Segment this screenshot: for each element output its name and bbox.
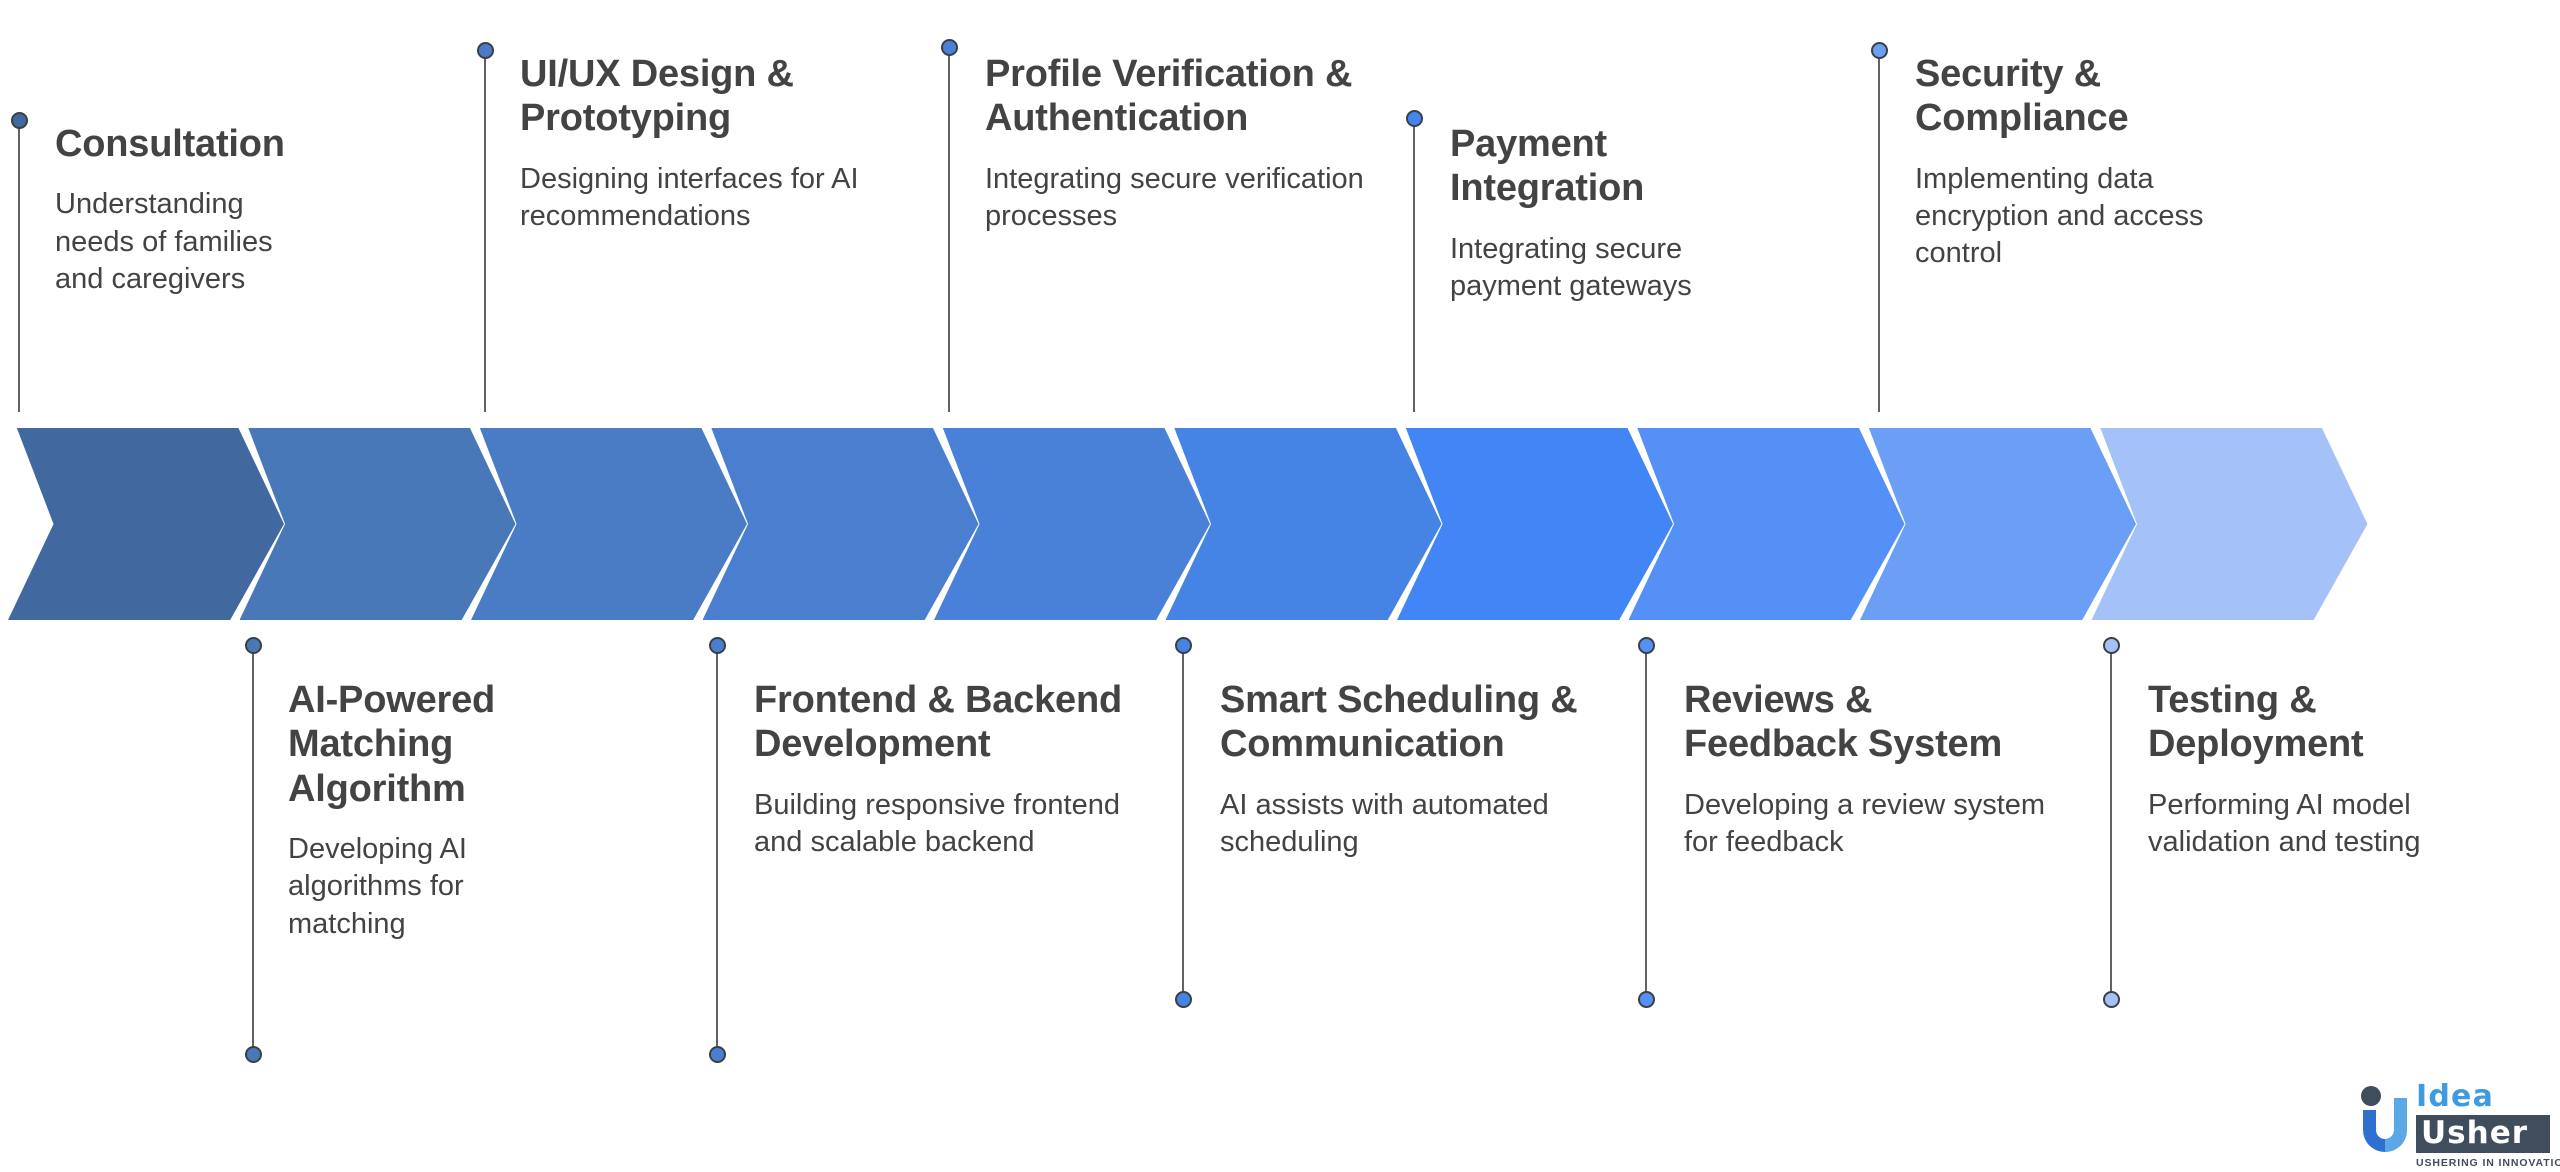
logo-u-icon [2358, 1084, 2418, 1154]
step-description-7: Integrating secure payment gateways [1450, 232, 1692, 303]
connector-line-step-7 [1406, 110, 1423, 412]
connector-dot-step-1-start [11, 112, 28, 129]
logo-usher-text: Usher [2416, 1115, 2550, 1153]
step-label-6: Smart Scheduling & Communication AI assis… [1220, 678, 1610, 861]
step-title-8: Reviews & Feedback System [1684, 679, 2003, 766]
chevron-step-7 [1397, 428, 1673, 620]
step-description-10: Performing AI model validation and testi… [2148, 788, 2421, 859]
chevron-step-8 [1628, 428, 1905, 620]
connector-dot-step-8-start [1638, 637, 1655, 654]
chevron-step-9 [1860, 428, 2136, 620]
connector-line-step-5 [941, 39, 958, 412]
chevron-step-10 [2091, 428, 2368, 620]
chevron-step-2 [239, 428, 516, 620]
chevron-step-5 [934, 428, 1210, 620]
step-title-1: Consultation [55, 123, 285, 165]
logo-tagline: USHERING IN INNOVATION [2416, 1156, 2560, 1169]
chevron-step-3 [471, 428, 747, 620]
logo-idea-text: Idea [2416, 1079, 2495, 1114]
connector-line-step-1 [11, 112, 28, 412]
connector-dot-step-5-start [941, 39, 958, 56]
connector-dot-step-9-start [1871, 42, 1888, 59]
chevron-band [0, 428, 2560, 620]
chevron-step-4 [702, 428, 979, 620]
connector-line-step-10 [2103, 637, 2120, 1008]
step-description-2: Developing AI algorithms for matching [288, 833, 467, 940]
step-description-6: AI assists with automated scheduling [1220, 788, 1549, 859]
step-title-2: AI-Powered Matching Algorithm [288, 679, 496, 810]
step-description-3: Designing interfaces for AI recommendati… [520, 162, 859, 233]
connector-dot-step-2-start [245, 637, 262, 654]
chevron-step-6 [1165, 428, 1442, 620]
step-title-3: UI/UX Design & Prototyping [520, 53, 794, 140]
connector-dot-step-4-start [709, 637, 726, 654]
connector-dot-step-7-start [1406, 110, 1423, 127]
step-description-5: Integrating secure verification processe… [985, 162, 1364, 233]
connector-line-step-4 [709, 637, 726, 1063]
connector-dot-step-4-end [709, 1046, 726, 1063]
step-title-10: Testing & Deployment [2148, 679, 2364, 766]
chevron-step-1 [8, 428, 284, 620]
step-description-8: Developing a review system for feedback [1684, 788, 2046, 859]
step-title-7: Payment Integration [1450, 123, 1645, 210]
connector-dot-step-10-end [2103, 991, 2120, 1008]
step-title-6: Smart Scheduling & Communication [1220, 679, 1578, 766]
step-title-4: Frontend & Backend Development [754, 679, 1122, 766]
connector-line-step-6 [1175, 637, 1192, 1008]
connector-line-step-3 [477, 42, 494, 412]
connector-dot-step-3-start [477, 42, 494, 59]
step-description-1: Understanding needs of families and care… [55, 188, 273, 295]
step-description-4: Building responsive frontend and scalabl… [754, 788, 1120, 859]
connector-dot-step-10-start [2103, 637, 2120, 654]
connector-line-step-2 [245, 637, 262, 1063]
connector-line-step-9 [1871, 42, 1888, 412]
connector-dot-step-6-start [1175, 637, 1192, 654]
brand-logo: Idea Usher USHERING IN INNOVATION [2358, 1078, 2560, 1169]
step-description-9: Implementing data encryption and access … [1915, 162, 2204, 270]
connector-dot-step-6-end [1175, 991, 1192, 1008]
connector-dot-step-8-end [1638, 991, 1655, 1008]
connector-line-step-8 [1638, 637, 1655, 1008]
connector-dot-step-2-end [245, 1046, 262, 1063]
logo-wordmark: Idea Usher USHERING IN INNOVATION [2416, 1079, 2560, 1169]
step-title-5: Profile Verification & Authentication [985, 53, 1353, 140]
step-title-9: Security & Compliance [1915, 53, 2129, 140]
